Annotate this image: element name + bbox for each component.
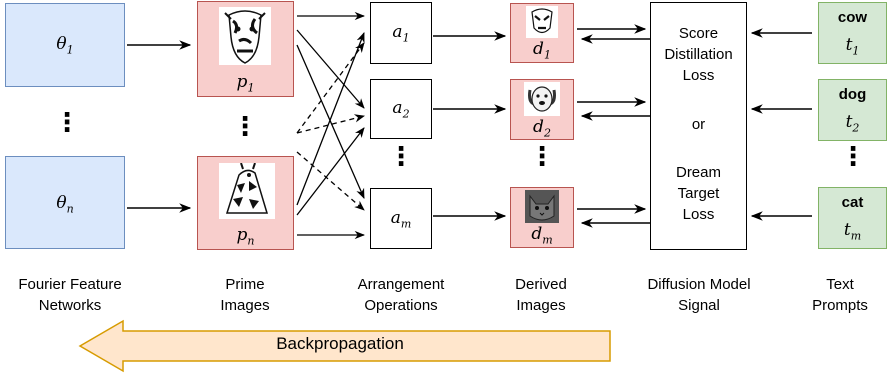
- tm-label: tm: [843, 220, 862, 243]
- signal-text-3: Loss: [682, 67, 715, 84]
- prime-image-n-thumbnail: [219, 163, 275, 219]
- arrangement-ellipsis: ⋮: [388, 141, 414, 171]
- theta-1-box: θ1: [5, 3, 125, 87]
- prompt-tm-box: cat tm: [818, 187, 887, 249]
- prime-image-n-box: pn: [197, 156, 294, 250]
- giraffe-sketch-icon: [225, 163, 269, 214]
- derived-d1-box: d1: [510, 3, 574, 63]
- prime-image-1-box: p1: [197, 1, 294, 97]
- prime-image-1-thumbnail: [219, 7, 271, 65]
- signal-text-1: Score: [678, 25, 719, 42]
- a2-label: a2: [392, 98, 410, 121]
- d2-label: d2: [533, 117, 551, 140]
- dashed-arrow-a2: [296, 114, 366, 134]
- prime-ellipsis: ⋮: [232, 111, 258, 141]
- derived-dm-thumbnail: [525, 190, 559, 223]
- arrow-p1-am: [296, 44, 365, 199]
- arrangement-am-box: am: [370, 188, 432, 249]
- signal-text-6: Target: [677, 185, 720, 202]
- arrow-pn-a1: [296, 32, 365, 206]
- prompt-ellipsis: ⋮: [840, 141, 866, 171]
- p1-label: p1: [236, 72, 255, 95]
- prompt-cow-word: cow: [837, 9, 868, 26]
- t2-label: t2: [845, 112, 860, 135]
- signal-text-7: Loss: [682, 206, 715, 223]
- arrangement-a1-box: a1: [370, 2, 432, 64]
- signal-text-2: Distillation: [664, 46, 733, 63]
- derived-d1-thumbnail: [526, 6, 558, 38]
- derived-dm-box: dm: [510, 187, 574, 248]
- d1-label: d1: [533, 39, 551, 62]
- prompt-dog-word: dog: [838, 86, 867, 103]
- theta-n-box: θn: [5, 156, 125, 249]
- backprop-label: Backpropagation: [276, 334, 404, 353]
- pn-label: pn: [236, 225, 255, 248]
- signal-text-5: Dream: [675, 164, 721, 181]
- derived-d2-thumbnail: [524, 82, 560, 116]
- cat-icon: [525, 190, 559, 223]
- theta-n-label: θn: [56, 193, 74, 216]
- theta-ellipsis: ⋮: [54, 107, 80, 137]
- derived-d2-box: d2: [510, 79, 574, 140]
- dog-icon: [528, 86, 556, 112]
- cow-icon: [531, 8, 553, 34]
- cow-zebra-sketch-icon: [224, 10, 266, 64]
- prompt-cat-word: cat: [841, 194, 864, 211]
- dm-label: dm: [531, 224, 553, 247]
- prompt-t2-box: dog t2: [818, 79, 887, 141]
- signal-text-or: or: [691, 116, 706, 133]
- dashed-arrow-a1: [296, 42, 365, 134]
- arrow-p1-a2: [296, 29, 365, 109]
- arrow-pn-a2: [296, 127, 365, 216]
- diffusion-signal-box: Score Distillation Loss or Dream Target …: [650, 2, 747, 250]
- arrangement-a2-box: a2: [370, 79, 432, 139]
- theta-1-label: θ1: [56, 34, 74, 57]
- derived-ellipsis: ⋮: [529, 141, 555, 171]
- am-label: am: [390, 208, 412, 231]
- dashed-arrow-am: [296, 151, 365, 211]
- prompt-t1-box: cow t1: [818, 2, 887, 64]
- t1-label: t1: [845, 35, 860, 58]
- a1-label: a1: [392, 22, 410, 45]
